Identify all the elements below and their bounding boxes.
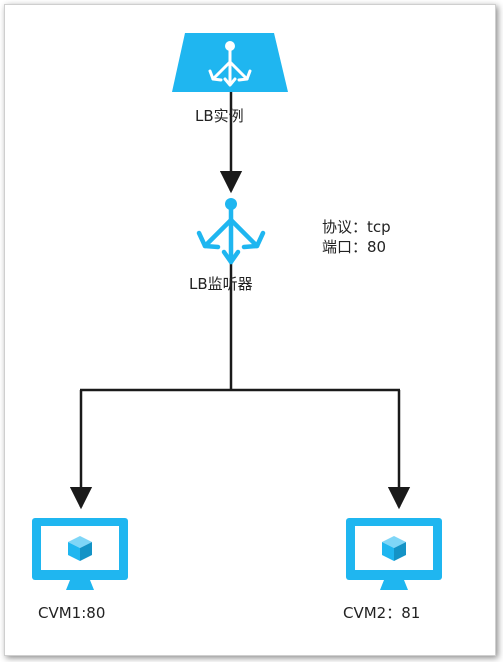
cube-icon xyxy=(68,536,92,561)
cvm2-label: CVM2：81 xyxy=(343,604,421,622)
cvm2-monitor-icon xyxy=(346,518,442,590)
cvm1-monitor-icon xyxy=(32,518,128,590)
listener-icon xyxy=(196,198,266,265)
protocol-note: 协议：tcp xyxy=(322,218,391,236)
load-balancer-icon xyxy=(172,33,288,92)
cvm1-label: CVM1:80 xyxy=(38,604,106,622)
port-note: 端口：80 xyxy=(322,238,387,256)
lb-instance-label: LB实例 xyxy=(195,107,244,125)
lb-listener-label: LB监听器 xyxy=(189,275,253,293)
connectors xyxy=(69,92,411,510)
cube-icon xyxy=(382,536,406,561)
